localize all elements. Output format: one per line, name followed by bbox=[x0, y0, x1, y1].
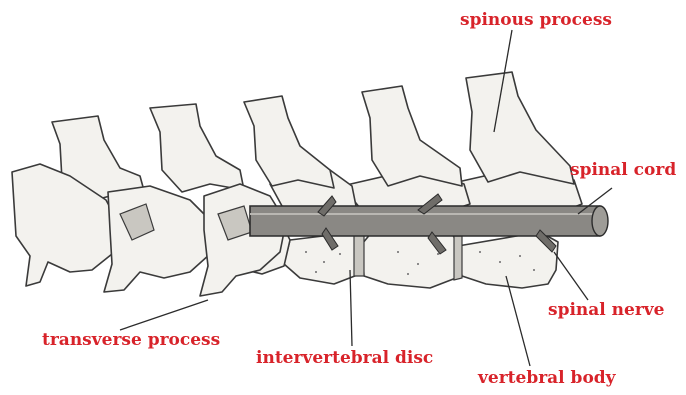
label-intervertebral-disc: intervertebral disc bbox=[256, 350, 433, 367]
label-vertebral-body: vertebral body bbox=[478, 370, 616, 387]
leader-vertebral-body bbox=[506, 276, 530, 366]
label-transverse-process: transverse process bbox=[42, 332, 220, 349]
cervical-vertebrae bbox=[12, 164, 286, 296]
leader-transverse-process bbox=[120, 300, 208, 330]
label-spinal-cord: spinal cord bbox=[570, 162, 676, 179]
label-spinous-process: spinous process bbox=[460, 12, 612, 29]
leader-intervertebral-disc bbox=[350, 270, 352, 346]
label-spinal-nerve: spinal nerve bbox=[548, 302, 665, 319]
leader-spinal-nerve bbox=[554, 252, 588, 300]
